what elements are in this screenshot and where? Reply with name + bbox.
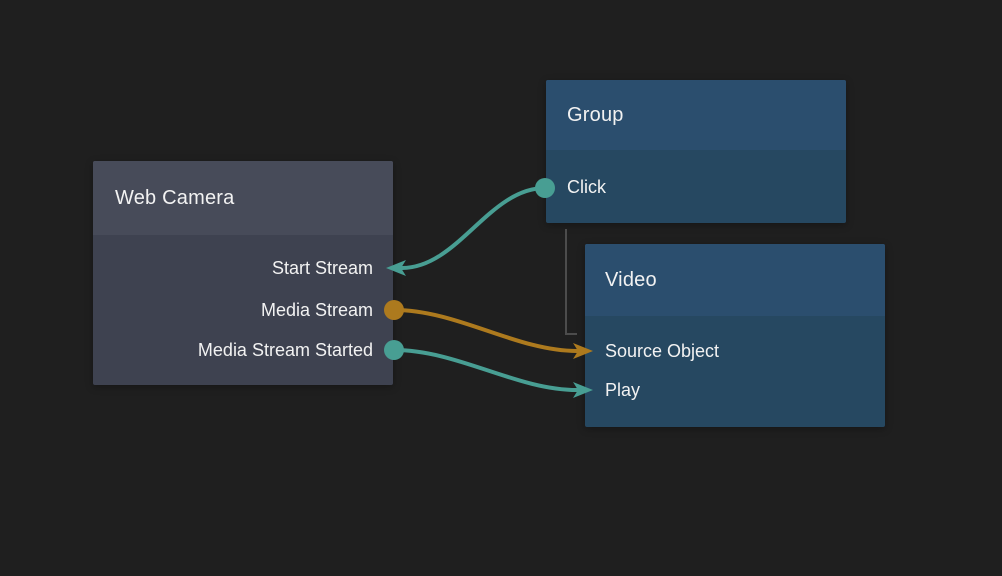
node-video-header[interactable]: Video	[585, 244, 885, 316]
arrowhead-start-stream[interactable]	[386, 260, 406, 276]
node-group-header[interactable]: Group	[546, 80, 846, 150]
node-web-camera[interactable]: Web Camera Start Stream Media Stream Med…	[93, 161, 393, 385]
port-dot-click[interactable]	[535, 178, 555, 198]
wire-media-stream-started-to-play[interactable]	[392, 348, 579, 392]
port-start-stream[interactable]: Start Stream	[272, 248, 373, 288]
node-video-title: Video	[605, 268, 657, 291]
node-group[interactable]: Group Click	[546, 80, 846, 223]
node-web-camera-title: Web Camera	[115, 186, 235, 209]
wire-media-stream-to-source-object[interactable]	[392, 308, 579, 353]
port-dot-media-stream[interactable]	[384, 300, 404, 320]
port-play[interactable]: Play	[585, 370, 640, 410]
port-play-label: Play	[605, 380, 641, 400]
arrowhead-play[interactable]	[573, 382, 593, 398]
port-start-stream-label: Start Stream	[271, 258, 373, 278]
wire-click-to-start-stream[interactable]	[400, 186, 547, 270]
port-media-stream[interactable]: Media Stream	[261, 290, 373, 330]
node-web-camera-header[interactable]: Web Camera	[93, 161, 393, 235]
port-media-stream-started-label: Media Stream Started	[197, 340, 373, 360]
port-source-object-label: Source Object	[605, 341, 720, 361]
port-source-object[interactable]: Source Object	[585, 331, 719, 371]
arrowhead-source-object[interactable]	[573, 343, 593, 359]
group-video-link-line	[565, 229, 577, 335]
port-click[interactable]: Click	[546, 167, 606, 207]
port-click-label: Click	[567, 177, 606, 197]
port-media-stream-label: Media Stream	[260, 300, 373, 320]
node-group-title: Group	[567, 103, 624, 126]
port-media-stream-started[interactable]: Media Stream Started	[198, 330, 373, 370]
node-video[interactable]: Video Source Object Play	[585, 244, 885, 427]
port-dot-media-stream-started[interactable]	[384, 340, 404, 360]
